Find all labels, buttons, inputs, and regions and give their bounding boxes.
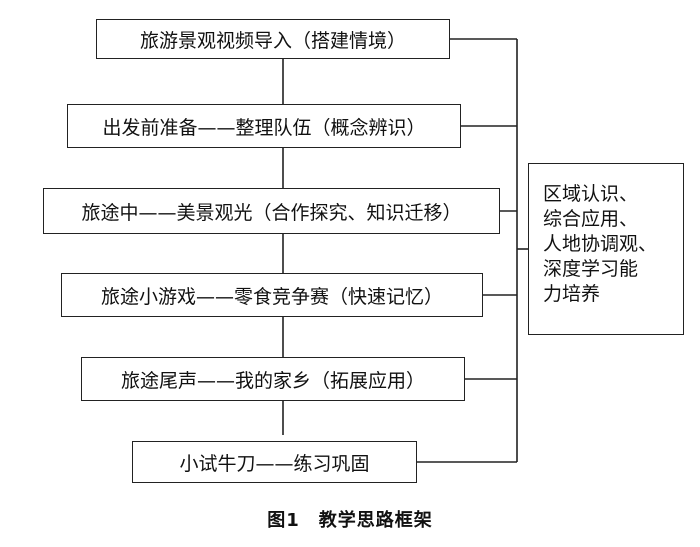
figure-caption: 图1 教学思路框架 [267, 510, 433, 531]
outcome-line-1: 区域认识、 [543, 183, 639, 205]
step-label-6: 小试牛刀——练习巩固 [179, 452, 370, 475]
outcome-line-3: 人地协调观、 [543, 233, 658, 255]
step-label-5: 旅途尾声——我的家乡（拓展应用） [120, 369, 425, 392]
outcome-line-4: 深度学习能 [543, 258, 639, 280]
step-box-6: 小试牛刀——练习巩固 [132, 441, 417, 483]
step-label-3: 旅途中——美景观光（合作探究、知识迁移） [81, 201, 462, 224]
step-label-4: 旅途小游戏——零食竞争赛（快速记忆） [100, 285, 443, 308]
step-box-5: 旅途尾声——我的家乡（拓展应用） [81, 357, 465, 401]
outcome-line-5: 力培养 [543, 283, 601, 305]
outcome-box: 区域认识、 综合应用、 人地协调观、 深度学习能 力培养 [528, 163, 684, 335]
step-label-2: 出发前准备——整理队伍（概念辨识） [102, 116, 426, 139]
step-box-2: 出发前准备——整理队伍（概念辨识） [67, 104, 461, 148]
step-box-1: 旅游景观视频导入（搭建情境） [96, 19, 450, 59]
step-box-3: 旅途中——美景观光（合作探究、知识迁移） [43, 188, 500, 234]
step-label-1: 旅游景观视频导入（搭建情境） [139, 29, 406, 52]
outcome-line-2: 综合应用、 [543, 208, 639, 230]
step-box-4: 旅途小游戏——零食竞争赛（快速记忆） [61, 273, 483, 317]
